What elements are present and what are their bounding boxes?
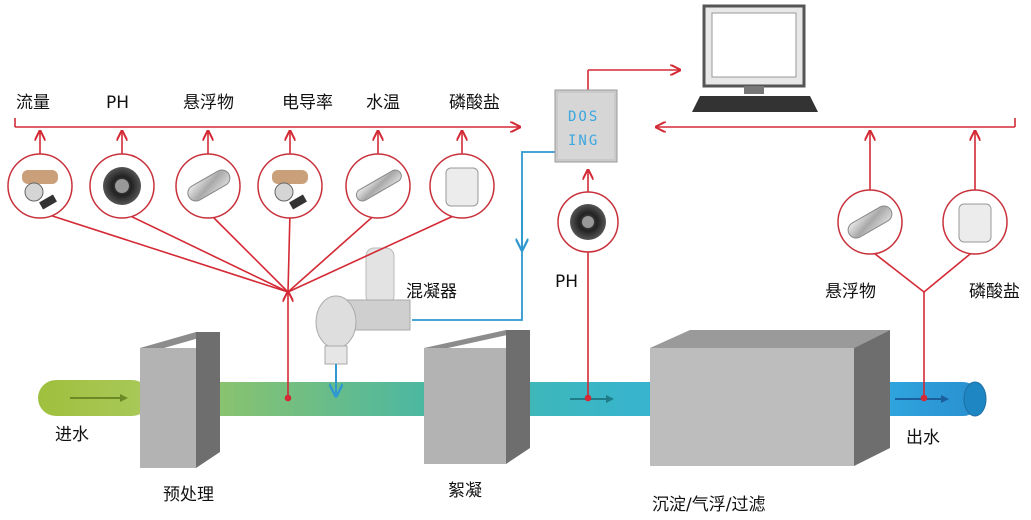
flocculation-unit xyxy=(424,330,530,464)
label-mid-ph: PH xyxy=(555,272,578,292)
sensor-ph xyxy=(89,153,155,219)
label-suspended: 悬浮物 xyxy=(183,93,234,113)
sensor-outlet-suspended xyxy=(837,189,903,255)
sensor-phosphate xyxy=(429,153,495,219)
pipe-segment-2 xyxy=(200,382,440,416)
controller-line1: DOS xyxy=(568,109,599,125)
label-phosphate: 磷酸盐 xyxy=(449,93,500,113)
label-outlet-phosphate: 磷酸盐 xyxy=(969,282,1020,302)
computer-icon xyxy=(692,4,818,112)
coagulant-doser xyxy=(315,247,411,396)
label-flocculation: 絮凝 xyxy=(448,481,482,501)
label-temperature: 水温 xyxy=(366,93,400,113)
sensor-mid-ph xyxy=(557,191,619,253)
label-outlet-suspended: 悬浮物 xyxy=(825,282,876,302)
label-conductivity: 电导率 xyxy=(282,93,333,113)
separation-unit xyxy=(650,330,890,466)
sensor-outlet-phosphate xyxy=(942,189,1008,255)
label-ph: PH xyxy=(106,93,129,113)
label-pretreatment: 预处理 xyxy=(163,485,214,505)
outlet-pipe-end xyxy=(963,381,987,417)
pretreatment-unit xyxy=(140,332,220,468)
label-flow: 流量 xyxy=(16,93,50,113)
signal-lines xyxy=(14,70,1016,402)
dosing-line xyxy=(412,151,555,321)
controller-line2: ING xyxy=(568,133,599,149)
label-outlet: 出水 xyxy=(906,428,940,448)
label-separation: 沉淀/气浮/过滤 xyxy=(652,495,765,515)
sensor-flow xyxy=(7,153,73,219)
label-coagulant: 混凝器 xyxy=(406,282,457,302)
sensor-temperature xyxy=(345,153,411,219)
dosing-controller: DOS ING xyxy=(554,89,618,163)
sensor-conductivity xyxy=(257,153,323,219)
label-inlet: 进水 xyxy=(55,425,89,445)
sensor-suspended xyxy=(175,153,241,219)
